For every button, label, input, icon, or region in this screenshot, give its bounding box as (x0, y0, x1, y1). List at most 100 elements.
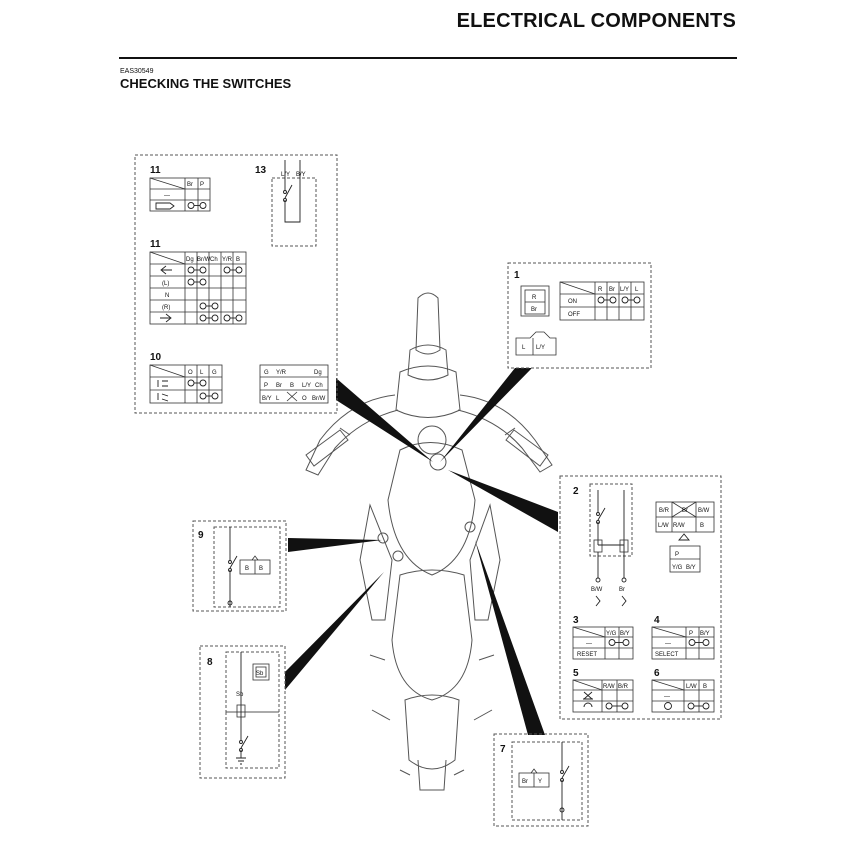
callout-5: 5 (573, 668, 579, 679)
svg-text:L/W: L/W (658, 523, 669, 529)
section-title: CHECKING THE SWITCHES (120, 76, 292, 91)
svg-text:O: O (188, 370, 193, 376)
svg-text:—: — (164, 193, 170, 199)
svg-text:B/Y: B/Y (296, 172, 306, 178)
svg-text:B: B (236, 257, 240, 263)
svg-text:L: L (522, 345, 526, 351)
svg-text:O: O (302, 396, 307, 402)
callout-13: 13 (255, 165, 267, 176)
handlebar-switch-connector: G Y/R Dg P Br B L/Y Ch B/Y L O Br/W (259, 364, 329, 404)
table-switch-10: O L G (149, 364, 223, 404)
callout-1: 1 (514, 270, 520, 281)
svg-text:L/W: L/W (686, 684, 697, 690)
svg-text:N: N (165, 293, 169, 299)
svg-text:B/W: B/W (591, 587, 603, 593)
svg-text:(L): (L) (162, 281, 169, 287)
svg-text:B: B (259, 566, 263, 572)
header-rule (119, 57, 737, 59)
svg-text:Br: Br (682, 508, 688, 514)
svg-text:B: B (290, 383, 294, 389)
svg-text:L: L (276, 396, 280, 402)
callout-7: 7 (500, 744, 506, 755)
svg-text:RESET: RESET (577, 652, 597, 658)
svg-text:Sb: Sb (256, 671, 264, 677)
main-switch-plug: L L/Y (515, 331, 557, 356)
high-beam-icon (157, 380, 168, 387)
schematic-switch-8: Sb Sb (225, 651, 280, 769)
svg-text:B/Y: B/Y (686, 565, 696, 571)
svg-text:P: P (689, 631, 693, 637)
svg-text:B: B (245, 566, 249, 572)
svg-text:Dg: Dg (186, 257, 194, 263)
svg-text:L/Y: L/Y (302, 383, 311, 389)
table-switch-12: Br P — (149, 177, 211, 212)
svg-text:P: P (200, 182, 204, 188)
callout-pointers (285, 368, 558, 735)
svg-text:B/Y: B/Y (700, 631, 710, 637)
svg-text:Y/G: Y/G (672, 565, 683, 571)
callout-3: 3 (573, 615, 579, 626)
table-main-switch: R Br L/Y L ON OFF (559, 281, 645, 321)
document-code: EAS30549 (120, 68, 154, 75)
svg-text:L: L (200, 370, 204, 376)
svg-text:Y: Y (538, 779, 542, 785)
svg-text:Br: Br (187, 182, 193, 188)
svg-text:Br/W: Br/W (197, 257, 211, 263)
svg-text:P: P (264, 383, 268, 389)
svg-text:B: B (700, 523, 704, 529)
callout-10: 10 (150, 352, 162, 363)
svg-text:Br: Br (619, 587, 625, 593)
svg-text:G: G (264, 370, 269, 376)
schematic-switch-13: L/Y B/Y (271, 160, 317, 247)
svg-text:Ch: Ch (315, 383, 323, 389)
turn-right-arrow-icon (160, 313, 172, 323)
svg-text:Dg: Dg (314, 370, 322, 376)
svg-text:L/Y: L/Y (281, 172, 290, 178)
svg-text:B/R: B/R (618, 684, 629, 690)
low-beam-icon (157, 393, 169, 402)
svg-text:(R): (R) (162, 305, 170, 311)
svg-text:Sb: Sb (236, 692, 244, 698)
svg-text:—: — (665, 641, 671, 647)
svg-text:B/Y: B/Y (262, 396, 272, 402)
svg-text:—: — (664, 694, 670, 700)
callout-6: 6 (654, 668, 660, 679)
callout-4: 4 (654, 615, 660, 626)
svg-text:Br/W: Br/W (312, 396, 326, 402)
callout-9: 9 (198, 530, 204, 541)
svg-text:OFF: OFF (568, 312, 580, 318)
turn-left-arrow-icon (160, 265, 172, 275)
callout-2: 2 (573, 486, 579, 497)
svg-text:P: P (675, 552, 679, 558)
svg-text:ON: ON (568, 299, 577, 305)
page-header-title: ELECTRICAL COMPONENTS (456, 10, 736, 32)
table-switch-6: L/W B — (651, 679, 715, 713)
engine-stop-icon (583, 691, 593, 700)
svg-text:—: — (586, 641, 592, 647)
table-switch-5: R/W B/R (572, 679, 634, 713)
svg-text:B: B (703, 684, 707, 690)
svg-text:L/Y: L/Y (620, 287, 629, 293)
motorcycle-top-view (305, 292, 553, 791)
schematic-switch-2: B/W Br (589, 483, 633, 607)
horn-icon (155, 202, 175, 210)
svg-text:R/W: R/W (673, 523, 685, 529)
svg-text:SELECT: SELECT (655, 652, 679, 658)
callout-11: 11 (150, 239, 161, 250)
svg-text:B/W: B/W (698, 508, 710, 514)
svg-text:Br: Br (531, 307, 537, 313)
start-button-icon (664, 702, 672, 710)
svg-text:G: G (212, 370, 217, 376)
table-switch-4: P B/Y — SELECT (651, 626, 715, 660)
svg-text:Y/G: Y/G (606, 631, 617, 637)
callout-8: 8 (207, 657, 213, 668)
callout-12: 11 (150, 165, 161, 176)
svg-text:Y/R: Y/R (276, 370, 287, 376)
svg-text:Br: Br (609, 287, 615, 293)
table-switch-3: Y/G B/Y — RESET (572, 626, 634, 660)
svg-text:Br: Br (276, 383, 282, 389)
svg-text:Y/R: Y/R (222, 257, 233, 263)
svg-text:R/W: R/W (603, 684, 615, 690)
table-switch-11: Dg Br/W Ch Y/R B (L) N (R) (149, 251, 247, 325)
